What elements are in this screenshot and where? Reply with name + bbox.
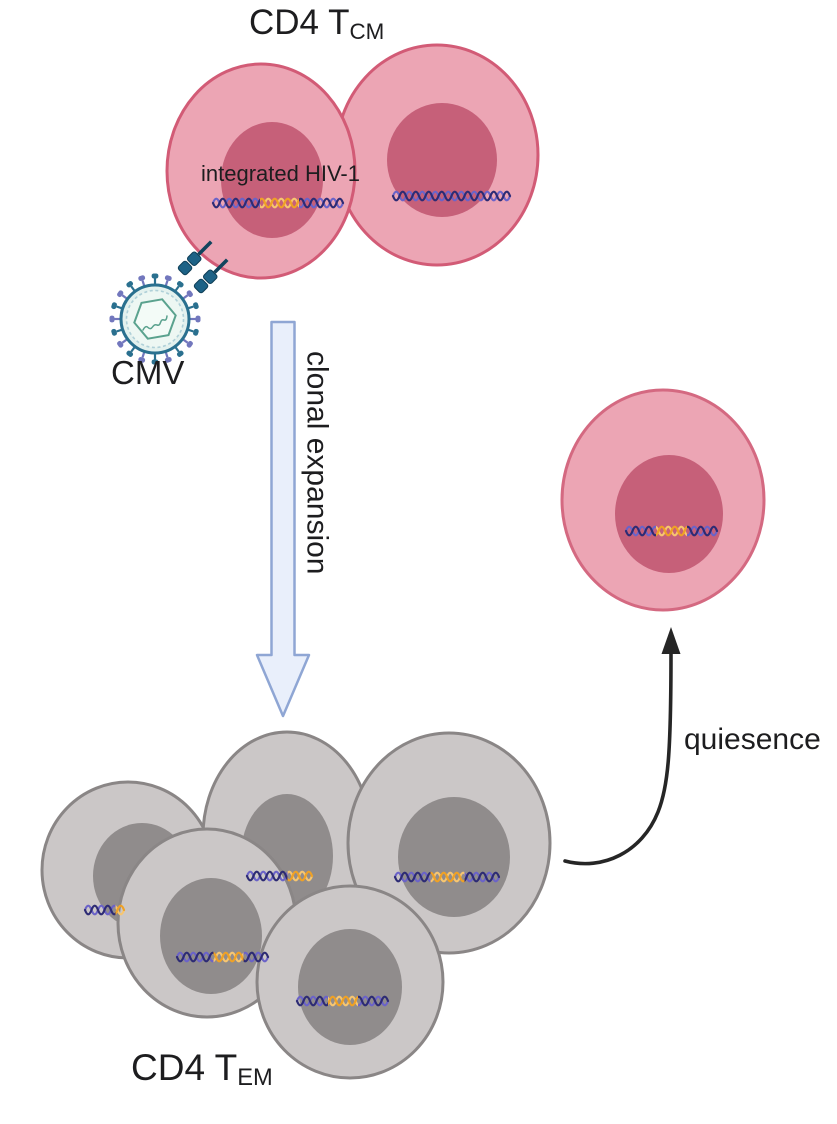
quiescent-cd4-cell <box>560 388 766 612</box>
title-cd4-tcm-main: CD4 T <box>249 3 350 42</box>
cd4-tem-cell-b <box>116 827 298 1019</box>
cd4-tem-cell-d <box>346 731 552 955</box>
dna-em-a <box>83 904 126 916</box>
dna-cm-right <box>391 190 512 202</box>
cd4-tcm-cell-right <box>334 43 540 267</box>
nucleus <box>298 929 402 1045</box>
label-quiescence: quiesence <box>684 723 821 756</box>
dna-em-d <box>393 871 501 883</box>
dna-cm-left <box>211 197 345 209</box>
nucleus <box>398 797 510 917</box>
label-integrated-hiv: integrated HIV-1 <box>201 161 360 186</box>
dna-quiescent <box>624 525 719 537</box>
virus-capsid <box>133 298 177 340</box>
tcr-receptor-icon <box>177 240 229 294</box>
virus-genome <box>142 315 168 331</box>
quiescence-arrow <box>563 627 681 866</box>
title-cd4-tem-sub: EM <box>237 1065 273 1092</box>
dna-em-e <box>295 995 390 1007</box>
nucleus <box>387 103 497 217</box>
label-clonal-expansion: clonal expansion <box>300 351 334 575</box>
title-cd4-tem-main: CD4 T <box>131 1047 238 1088</box>
cmv-virus-icon <box>109 273 201 365</box>
dna-helices <box>83 190 719 1007</box>
title-cd4-tem: CD4 TEM <box>131 1047 273 1092</box>
nucleus <box>160 878 262 994</box>
clonal-expansion-arrow <box>255 320 311 718</box>
dna-em-c <box>245 870 314 882</box>
cd4-tem-cell-e <box>255 884 445 1080</box>
nucleus <box>615 455 723 573</box>
label-cmv: CMV <box>111 354 185 391</box>
title-cd4-tcm-sub: CM <box>349 18 385 44</box>
dna-em-b <box>175 951 270 963</box>
cd4-tcm-cell-left <box>165 62 357 280</box>
nucleus <box>221 122 323 238</box>
title-cd4-tcm: CD4 TCM <box>249 3 385 44</box>
